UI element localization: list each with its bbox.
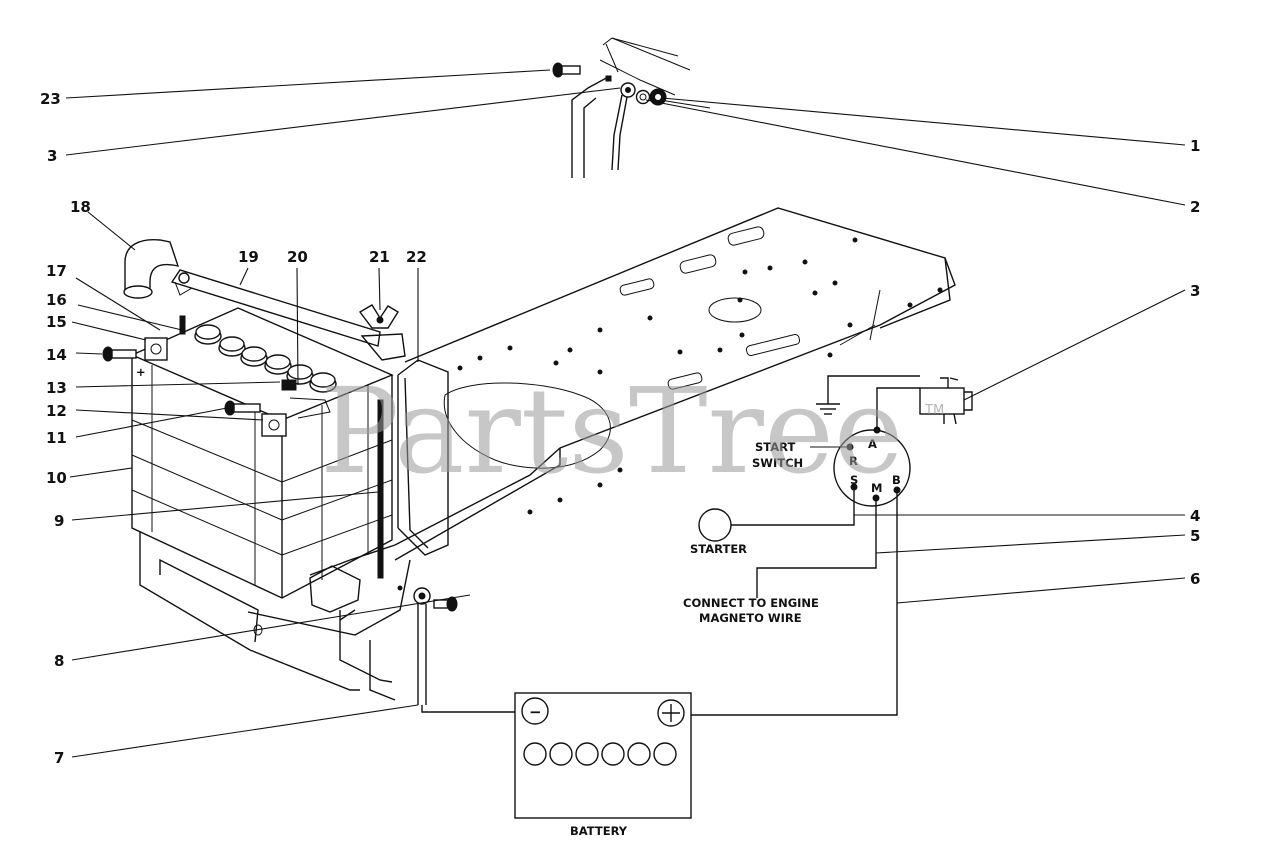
battery-positive-mark: + [136,365,146,379]
bolt-icon [552,62,581,78]
callout-3-right: 3 [1190,282,1200,300]
terminal-b-label: B [892,473,901,487]
callout-13: 13 [46,379,67,397]
terminal-r-label: R [849,454,858,468]
battery-positive-terminal [657,699,685,727]
callout-8: 8 [54,652,64,670]
watermark-trademark: TM [924,403,944,418]
callout-17: 17 [46,262,67,280]
watermark: PartsTree [320,362,904,500]
svg-text:−: − [529,703,542,721]
start-switch-label: START [755,440,795,454]
starter-label: STARTER [690,542,747,556]
ground-icon [816,375,920,430]
callout-4: 4 [1190,507,1200,525]
callout-21: 21 [369,248,390,266]
battery-terminal-clamp [144,315,331,437]
battery-holddown-bracket [377,359,449,579]
terminal-m-label: M [871,481,882,495]
callout-14: 14 [46,346,67,364]
starter-icon [698,487,855,542]
callout-20: 20 [287,248,308,266]
callout-5: 5 [1190,527,1200,545]
battery-tray [139,532,411,701]
leader-lines [65,69,1186,758]
callout-2: 2 [1190,198,1200,216]
start-switch-label-line2: SWITCH [752,456,803,470]
connector-plug-icon [919,377,973,425]
magneto-wire-label: MAGNETO WIRE [699,611,802,625]
callout-1: 1 [1190,137,1200,155]
frame-plate [309,207,956,591]
callout-9: 9 [54,512,64,530]
callout-19: 19 [238,248,259,266]
bolt-icon [102,346,137,362]
battery-label: BATTERY [570,824,628,838]
callout-22: 22 [406,248,427,266]
vent-elbow [123,238,180,299]
callout-11: 11 [46,429,67,447]
start-switch-schematic: A R S M B [810,426,911,507]
callout-3-top: 3 [47,147,57,165]
terminal-a-label: A [868,437,877,451]
callout-16: 16 [46,291,67,309]
part-number-callouts: 23 3 1 2 18 19 20 21 22 17 16 15 14 13 1… [40,90,1200,767]
callout-18: 18 [70,198,91,216]
battery-negative-terminal: − [521,697,549,725]
bolt-icon [224,400,261,416]
battery-body: + [102,307,394,599]
schematic-wires [421,490,898,716]
callout-7: 7 [54,749,64,767]
ground-cable-terminal [413,587,458,705]
callout-10: 10 [46,469,67,487]
callout-6: 6 [1190,570,1200,588]
holddown-bar [170,269,406,361]
wing-nut-icon [358,304,399,329]
callout-12: 12 [46,402,67,420]
connect-engine-label: CONNECT TO ENGINE [683,596,819,610]
terminal-s-label: S [850,473,858,487]
schematic-battery: − [514,692,692,819]
battery-cells [523,742,677,766]
callout-23: 23 [40,90,61,108]
bracket-fastener-detail [552,37,711,178]
callout-15: 15 [46,313,67,331]
